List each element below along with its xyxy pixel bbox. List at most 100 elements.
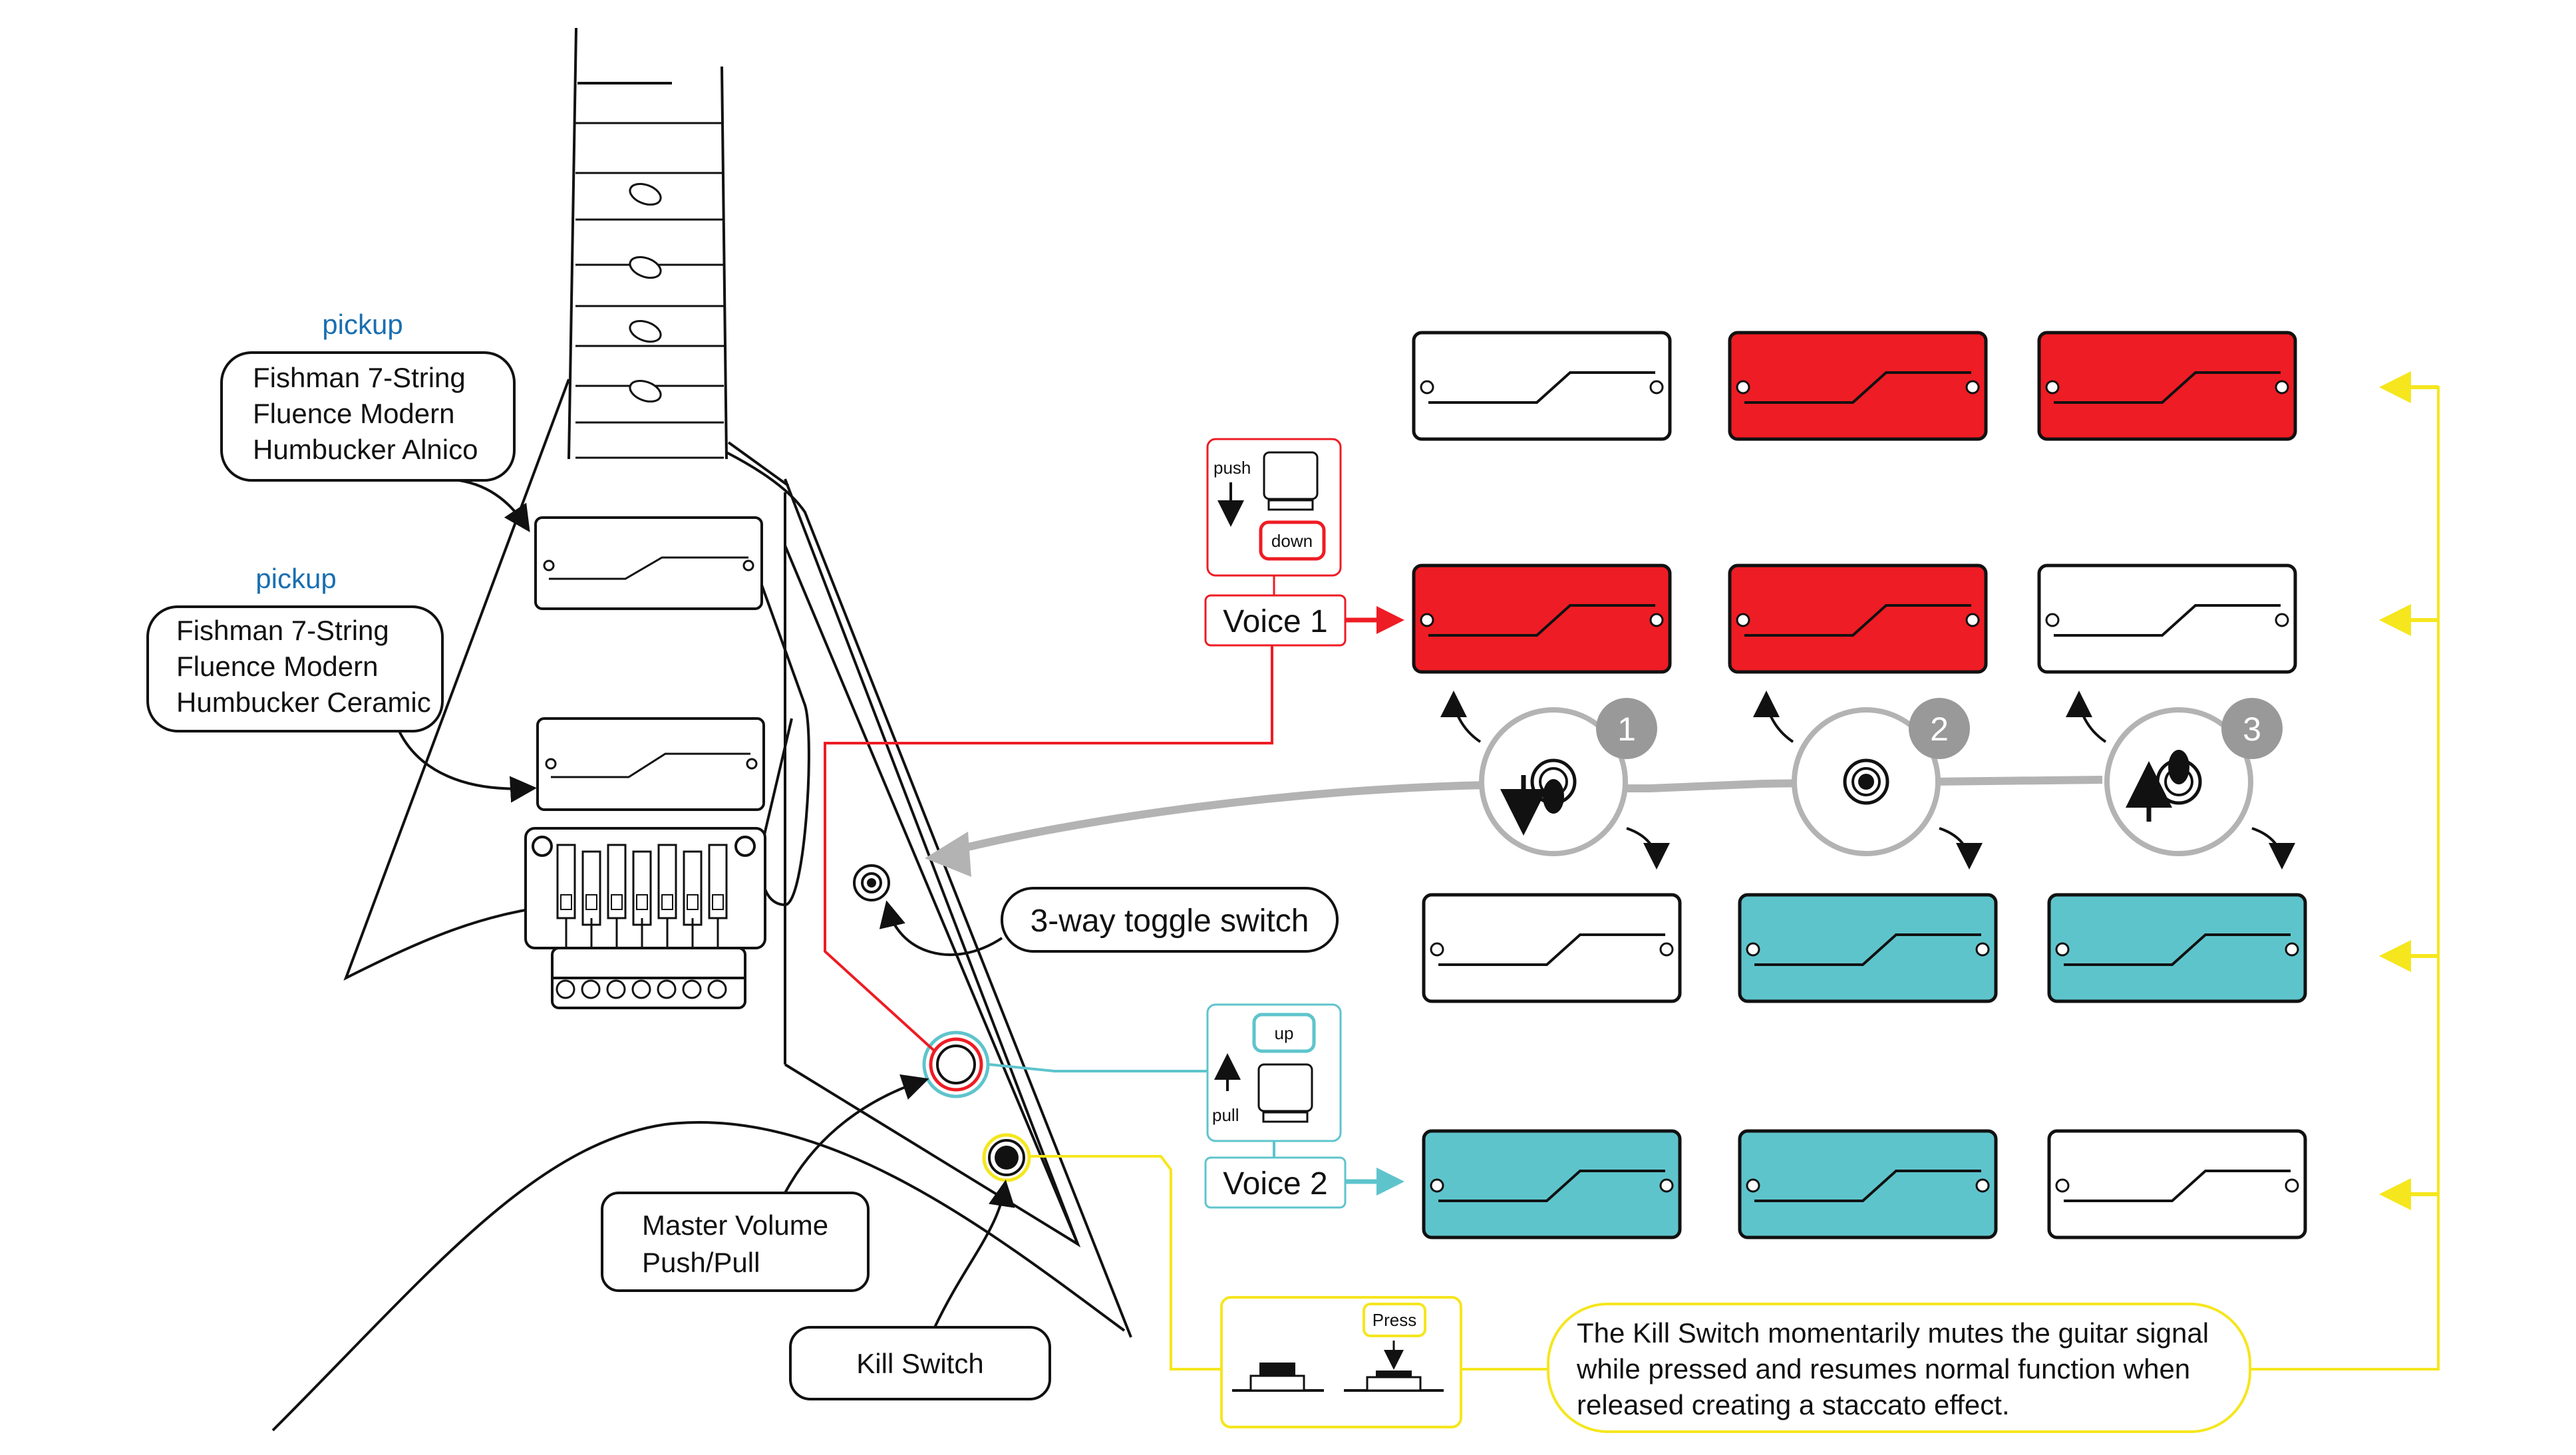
pickup-screw (1736, 613, 1750, 627)
pickup-body (1422, 1129, 1682, 1239)
kill-switch-pressed-icon (1344, 1341, 1444, 1392)
curve-arrow-down (1626, 827, 1670, 870)
pickup-cell-voice1-neck-pos2 (1728, 331, 1988, 441)
kill-switch-released-icon (1232, 1363, 1324, 1392)
neck-pickup-line-2: Fluence Modern (253, 398, 455, 429)
position-number: 3 (2243, 711, 2261, 748)
bridge-pickup-callout (146, 605, 444, 732)
pickup-screw (1430, 942, 1444, 957)
pickup-screw (1965, 380, 1980, 395)
pickup-body (1412, 331, 1672, 441)
pickup-cell-voice1-neck-pos3 (2037, 331, 2297, 441)
pickup-split-line (1744, 604, 1971, 637)
pickup-screw (1975, 942, 1990, 957)
position-number: 1 (1617, 711, 1636, 748)
pickup-body (2047, 1129, 2307, 1239)
saddle-screw (585, 894, 597, 910)
voice2-state: up (1275, 1023, 1294, 1043)
position-number-badge (1596, 698, 1657, 759)
master-volume-knob[interactable] (922, 1031, 990, 1098)
saddle-screw (636, 894, 648, 910)
voice1-connector (824, 642, 1273, 1052)
pickup-split-line (1438, 1170, 1665, 1202)
pickup-screw (1649, 380, 1664, 395)
curve-arrow-up (1440, 691, 1482, 743)
kill-switch-callout (789, 1326, 1051, 1400)
kill-switch-description-line-2: while pressed and resumes normal functio… (1576, 1353, 2190, 1384)
bridge-pickup-header: pickup (255, 563, 336, 594)
curve-arrow-down (1939, 827, 1983, 870)
neck-pickup-line-3: Humbucker Alnico (253, 434, 478, 465)
toggle-pointer (879, 900, 1003, 956)
kill-switch-callout-label: Kill Switch (856, 1348, 983, 1379)
pickup-cell-voice2-bridge-pos2 (1738, 1129, 1998, 1239)
toggle-callout-label: 3-way toggle switch (1031, 903, 1309, 939)
bridge-pickup-line-3: Humbucker Ceramic (176, 687, 431, 718)
pickup-screw (1746, 942, 1760, 957)
neck-pickup-line-1: Fishman 7-String (253, 362, 466, 393)
inlay-3 (629, 319, 662, 343)
kill-switch-description-box (1547, 1303, 2251, 1433)
pickup-cell-voice2-neck-pos2 (1738, 893, 1998, 1003)
saddle-6 (683, 850, 703, 926)
neck-pickup-header: pickup (322, 309, 402, 340)
press-label: Press (1372, 1310, 1416, 1330)
pickup-split-line (1754, 933, 1981, 966)
kill-switch-button[interactable] (982, 1133, 1031, 1182)
pickup-split-line (2054, 604, 2281, 637)
string-ball (631, 979, 651, 999)
pickup-split-line (1754, 1170, 1981, 1202)
toggle-position-1: 1 (1440, 691, 1670, 870)
neck-pickup-callout (220, 351, 516, 482)
guitar-bridge-pickup (536, 717, 765, 811)
pickup-split-line (1428, 371, 1655, 404)
pickup-screw (1430, 1178, 1444, 1193)
pickup-split-line (2054, 371, 2281, 404)
pickup-screw (2055, 942, 2070, 957)
pickup-screw (1420, 380, 1434, 395)
saddle-screw (661, 894, 673, 910)
pickup-cell-voice2-neck-pos3 (2047, 893, 2307, 1003)
kill-switch-connector (1030, 1155, 1221, 1371)
toggle-position-2: 2 (1753, 691, 1983, 870)
string-ball (556, 979, 575, 999)
toggle-gray-arrowhead (925, 832, 971, 877)
pickup-body (1412, 564, 1672, 674)
toggle-lever (1858, 774, 1874, 790)
string-ball (682, 979, 702, 999)
position-number-badge (2221, 698, 2283, 759)
voice1-action: push (1213, 458, 1251, 478)
toggle-switch-knob[interactable] (853, 864, 890, 901)
voice2-state-badge (1252, 1013, 1316, 1053)
pickup-screw (2275, 380, 2289, 395)
pickup-cell-voice2-bridge-pos1 (1422, 1129, 1682, 1239)
saddle-screw (712, 894, 724, 910)
bridge-saddles (556, 844, 728, 999)
saddle-screw (560, 894, 572, 910)
press-badge (1363, 1303, 1426, 1337)
pickup-screw (1659, 1178, 1674, 1193)
position-number: 2 (1930, 711, 1949, 748)
voice1-label: Voice 1 (1223, 604, 1327, 639)
position-number-badge (1909, 698, 1970, 759)
string-ball (657, 979, 677, 999)
pickup-screw (2285, 1178, 2299, 1193)
pickup-screw (2045, 380, 2060, 395)
string-ball (581, 979, 601, 999)
pickup-screw (1420, 613, 1434, 627)
master-volume-callout (601, 1192, 870, 1292)
neck-pickup-pointer (458, 479, 530, 532)
guitar-neck-pickup (534, 516, 763, 610)
inlay-1 (629, 182, 662, 206)
pickup-cell-voice1-bridge-pos1 (1412, 564, 1672, 674)
kill-switch-description-line-1: The Kill Switch momentarily mutes the gu… (1577, 1317, 2209, 1349)
bridge-pickup-pointer (398, 730, 537, 803)
pickup-cell-voice2-neck-pos1 (1422, 893, 1682, 1003)
pickup-body (1422, 893, 1682, 1003)
bridge-pickup-line-2: Fluence Modern (176, 651, 379, 682)
pickup-cell-voice1-bridge-pos2 (1728, 564, 1988, 674)
pickup-body (2037, 564, 2297, 674)
guitar-body (271, 27, 1132, 1432)
master-volume-pointer (784, 1074, 929, 1194)
curve-arrow-up (2066, 691, 2107, 743)
